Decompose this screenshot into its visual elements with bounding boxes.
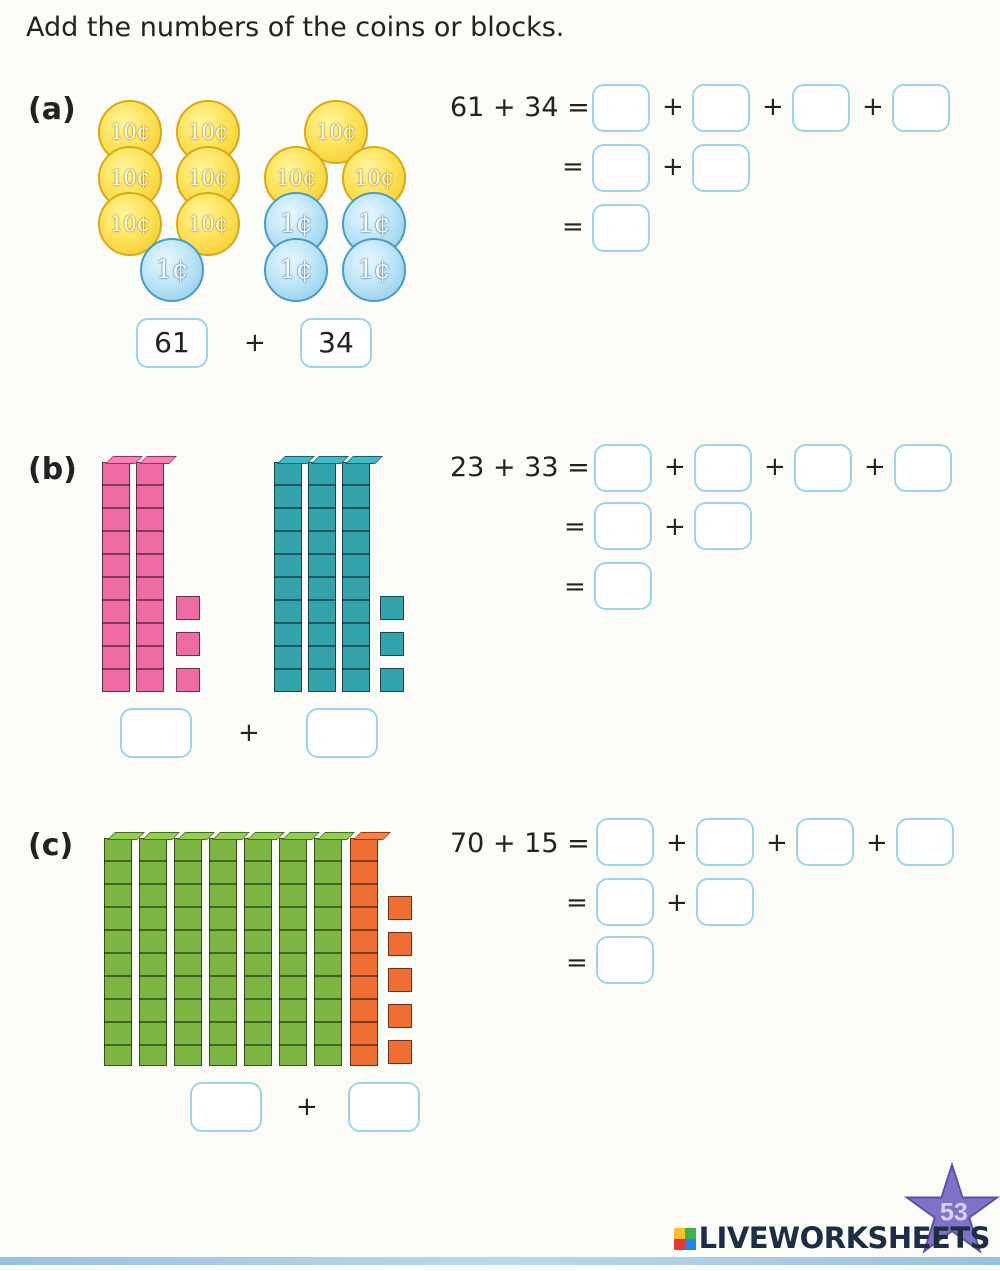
liveworksheets-logo-icon: [673, 1228, 696, 1250]
answer-box[interactable]: [894, 444, 952, 492]
answer-box[interactable]: [596, 878, 654, 926]
ten-rod: [308, 462, 336, 692]
unit-cube: [388, 1040, 412, 1064]
equals-sign: =: [564, 572, 586, 602]
answer-box[interactable]: [896, 818, 954, 866]
question-b-label: (b): [28, 452, 77, 487]
answer-box-c-right[interactable]: [348, 1082, 420, 1132]
unit-cube: [388, 1004, 412, 1028]
answer-box[interactable]: [594, 562, 652, 610]
unit-cube: [388, 968, 412, 992]
unit-cube: [388, 896, 412, 920]
equals-sign: =: [564, 512, 586, 542]
instruction-text: Add the numbers of the coins or blocks.: [26, 12, 565, 43]
answer-box[interactable]: [594, 444, 652, 492]
bottom-border-wave: [0, 1257, 1000, 1265]
ten-rod: [139, 838, 167, 1066]
ten-rod: [279, 838, 307, 1066]
unit-cube: [388, 932, 412, 956]
answer-box[interactable]: [596, 936, 654, 984]
plus-sign: +: [296, 1092, 318, 1122]
ten-rod: [102, 462, 130, 692]
answer-box-c-left[interactable]: [190, 1082, 262, 1132]
equals-sign: =: [562, 152, 584, 182]
answer-box[interactable]: [694, 502, 752, 550]
ten-rod: [136, 462, 164, 692]
answer-box[interactable]: [696, 878, 754, 926]
plus-sign: +: [664, 452, 686, 482]
plus-sign: +: [762, 92, 784, 122]
unit-cube: [380, 632, 404, 656]
unit-cube: [176, 668, 200, 692]
plus-sign: +: [244, 328, 266, 358]
equals-sign: =: [562, 212, 584, 242]
equation-a: 61 + 34 =: [450, 92, 590, 123]
one-cent-coin: 1¢: [264, 238, 328, 302]
watermark-text: LIVEWORKSHEETS: [698, 1221, 991, 1255]
plus-sign: +: [662, 152, 684, 182]
plus-sign: +: [238, 718, 260, 748]
answer-box[interactable]: [694, 444, 752, 492]
page-number: 53: [940, 1199, 968, 1227]
plus-sign: +: [666, 828, 688, 858]
ten-rod: [104, 838, 132, 1066]
answer-box[interactable]: [592, 144, 650, 192]
one-cent-coin: 1¢: [342, 238, 406, 302]
answer-box[interactable]: [596, 818, 654, 866]
answer-box-b-right[interactable]: [306, 708, 378, 758]
unit-cube: [176, 632, 200, 656]
plus-sign: +: [864, 452, 886, 482]
plus-sign: +: [764, 452, 786, 482]
question-a-label: (a): [28, 92, 76, 127]
plus-sign: +: [766, 828, 788, 858]
answer-box-b-left[interactable]: [120, 708, 192, 758]
unit-cube: [176, 596, 200, 620]
equation-b: 23 + 33 =: [450, 452, 590, 483]
answer-box-a-left[interactable]: 61: [136, 318, 208, 368]
answer-box[interactable]: [892, 84, 950, 132]
plus-sign: +: [664, 512, 686, 542]
unit-cube: [380, 596, 404, 620]
answer-box[interactable]: [794, 444, 852, 492]
liveworksheets-watermark: LIVEWORKSHEETS: [673, 1221, 991, 1255]
plus-sign: +: [866, 828, 888, 858]
answer-box[interactable]: [696, 818, 754, 866]
question-c-label: (c): [28, 828, 74, 863]
ten-rod: [244, 838, 272, 1066]
equals-sign: =: [566, 888, 588, 918]
ten-rod: [174, 838, 202, 1066]
answer-box[interactable]: [592, 204, 650, 252]
answer-box[interactable]: [692, 144, 750, 192]
equation-c: 70 + 15 =: [450, 828, 590, 859]
answer-box-a-right[interactable]: 34: [300, 318, 372, 368]
ten-rod: [342, 462, 370, 692]
answer-box[interactable]: [594, 502, 652, 550]
answer-box[interactable]: [592, 84, 650, 132]
star-icon: 53: [904, 1161, 1000, 1254]
answer-box[interactable]: [792, 84, 850, 132]
answer-box[interactable]: [692, 84, 750, 132]
equals-sign: =: [566, 948, 588, 978]
ten-rod: [314, 838, 342, 1066]
ten-rod: [274, 462, 302, 692]
plus-sign: +: [666, 888, 688, 918]
ten-rod: [209, 838, 237, 1066]
unit-cube: [380, 668, 404, 692]
plus-sign: +: [662, 92, 684, 122]
plus-sign: +: [862, 92, 884, 122]
ten-rod: [350, 838, 378, 1066]
answer-box[interactable]: [796, 818, 854, 866]
one-cent-coin: 1¢: [140, 238, 204, 302]
